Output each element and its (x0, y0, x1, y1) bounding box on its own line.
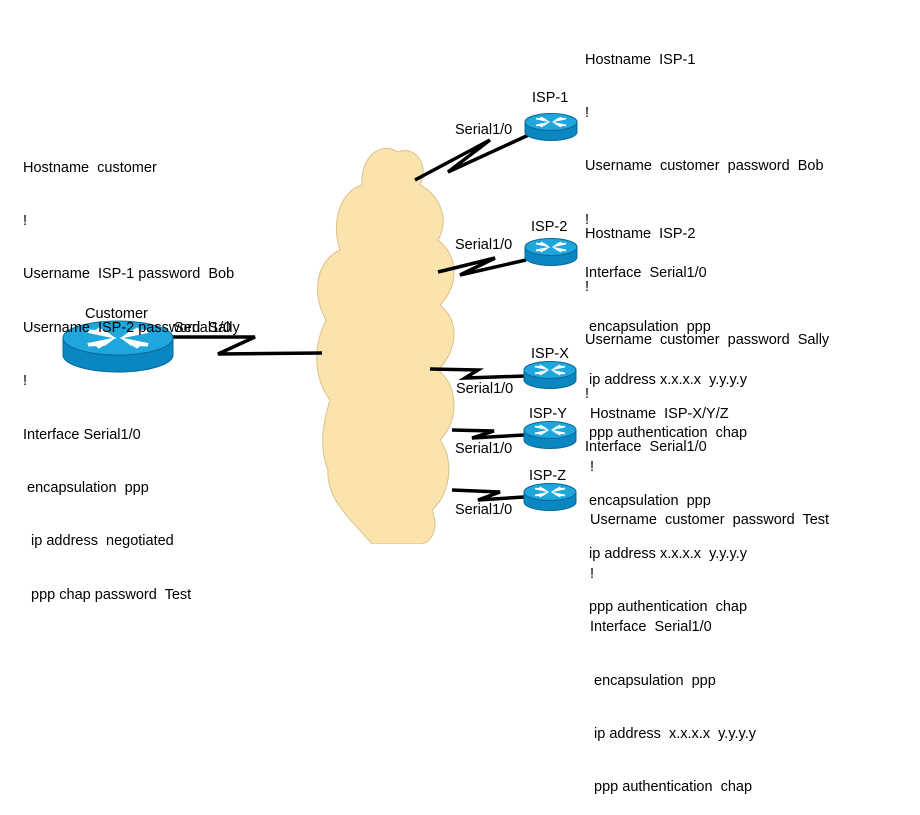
config-line: ppp authentication chap (585, 425, 748, 442)
config-line: Hostname ISP-1 (585, 51, 696, 68)
config-isp1: Hostname ISP-1 ! Username customer passw… (585, 16, 824, 461)
interface-label-ispz: Serial1/0 (455, 502, 512, 518)
config-line: ! (23, 373, 28, 390)
config-line: ip address x.x.x.x y.y.y.y (590, 725, 756, 742)
config-line: Interface Serial1/0 (585, 439, 707, 456)
config-line: ! (23, 212, 28, 229)
router-label-ispz: ISP-Z (529, 468, 566, 484)
router-label-isp2: ISP-2 (531, 219, 567, 235)
serial-link-isp1 (414, 131, 534, 182)
config-line: ppp authentication chap (590, 779, 753, 796)
config-line: Username customer password Sally (585, 332, 830, 349)
serial-link-ispz (451, 488, 525, 502)
router-isp1 (524, 113, 578, 141)
config-ispx: Hostname ISP-X/Y/Z ! Username customer p… (590, 370, 829, 815)
router-ispy (523, 421, 577, 449)
config-line: Username ISP-2 password Sally (23, 319, 240, 336)
config-line: ip address negotiated (23, 533, 174, 550)
serial-link-ispy (451, 428, 525, 440)
config-line: Interface Serial1/0 (23, 426, 141, 443)
serial-link-customer (172, 335, 323, 356)
config-line: Username ISP-1 password Bob (23, 266, 235, 283)
serial-link-isp2 (437, 256, 527, 277)
config-line: Hostname ISP-X/Y/Z (590, 405, 729, 422)
interface-label-isp2: Serial1/0 (455, 237, 512, 253)
config-line: ip address x.x.x.x y.y.y.y (585, 371, 747, 388)
config-line: Interface Serial1/0 (590, 619, 712, 636)
router-label-ispx: ISP-X (531, 346, 569, 362)
config-customer: Hostname customer ! Username ISP-1 passw… (23, 124, 240, 622)
config-line: ! (585, 278, 590, 295)
interface-label-customer: Serial1/0 (174, 320, 231, 336)
serial-link-ispx (429, 367, 526, 380)
router-label-ispy: ISP-Y (529, 406, 567, 422)
interface-label-isp1: Serial1/0 (455, 122, 512, 138)
config-line: encapsulation ppp (585, 318, 711, 335)
config-line: Username customer password Test (590, 512, 830, 529)
router-label-customer: Customer (85, 306, 148, 322)
router-ispz (523, 483, 577, 511)
cloud-icon (316, 147, 455, 544)
router-isp2 (524, 238, 578, 266)
config-line: ppp chap password Test (23, 586, 192, 603)
config-line: ! (585, 385, 590, 402)
config-line: ! (585, 104, 590, 121)
router-customer (62, 320, 174, 373)
router-label-isp1: ISP-1 (532, 90, 568, 106)
config-line: encapsulation ppp (590, 672, 716, 689)
config-line: ! (590, 565, 595, 582)
interface-label-ispy: Serial1/0 (455, 441, 512, 457)
config-line: ! (590, 458, 595, 475)
router-ispx (523, 361, 577, 389)
config-line: ! (585, 211, 590, 228)
config-line: encapsulation ppp (585, 492, 711, 509)
config-line: encapsulation ppp (23, 479, 149, 496)
config-line: Username customer password Bob (585, 158, 824, 175)
config-line: Interface Serial1/0 (585, 265, 707, 282)
interface-label-ispx: Serial1/0 (456, 381, 513, 397)
config-line: Hostname customer (23, 159, 157, 176)
config-line: Hostname ISP-2 (585, 225, 696, 242)
network-diagram: Customer ISP-1 ISP-2 ISP-X ISP-Y ISP-Z S… (62, 90, 578, 544)
